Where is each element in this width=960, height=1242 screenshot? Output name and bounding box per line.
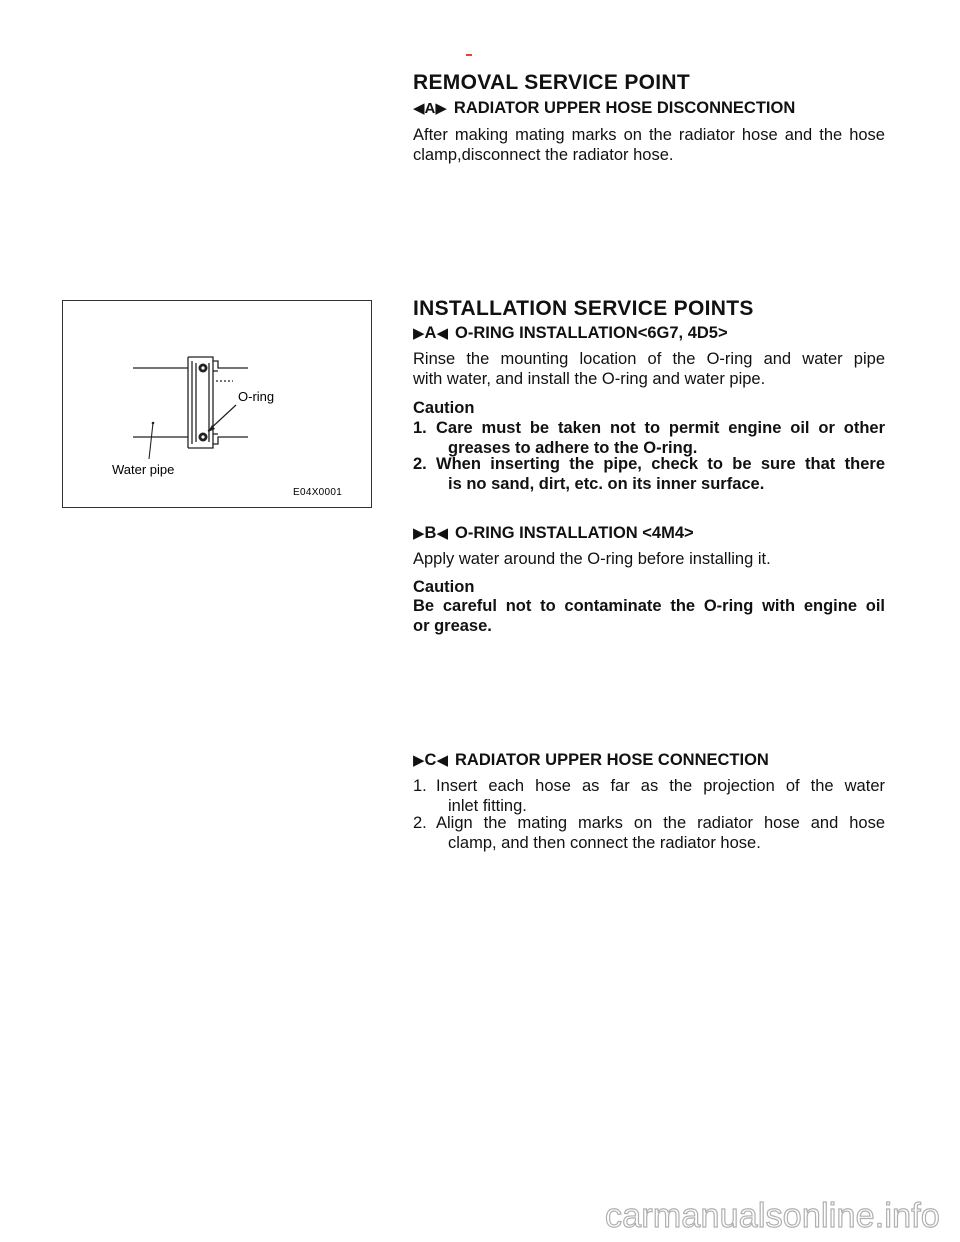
watermark: carmanualsonline.info	[0, 1196, 960, 1242]
item-line: Care must be taken not to permit engine …	[436, 419, 885, 437]
subheading-markers: ◀A▶	[413, 100, 447, 117]
marker-left-icon: ◀	[436, 325, 449, 342]
installation-b-subheading: ▶ B ◀ O-RING INSTALLATION <4M4>	[413, 524, 694, 543]
caution-item-2: 2. When inserting the pipe, check to be …	[413, 454, 885, 494]
item-line: When inserting the pipe, check to be sur…	[436, 455, 885, 473]
removal-text-line: After making mating marks on the radiato…	[413, 126, 885, 144]
marker-right-icon: ▶	[413, 525, 425, 542]
removal-paragraph: After making mating marks on the radiato…	[413, 125, 885, 165]
caution-label: Caution	[413, 578, 475, 596]
item-line: is no sand, dirt, etc. on its inner surf…	[448, 475, 765, 493]
header-mark	[466, 54, 472, 56]
item-line: Align the mating marks on the radiator h…	[436, 814, 885, 832]
paragraph-line: Rinse the mounting location of the O-rin…	[413, 350, 885, 368]
marker-left-icon: ◀	[436, 752, 449, 769]
step-item-2: 2. Align the mating marks on the radiato…	[413, 813, 885, 853]
installation-a-title: O-RING INSTALLATION<6G7, 4D5>	[455, 324, 728, 342]
oring-diagram: O-ring Water pipe E04X0001	[62, 300, 372, 508]
installation-section-title: INSTALLATION SERVICE POINTS	[413, 297, 754, 320]
paragraph-line: Apply water around the O-ring before ins…	[413, 550, 771, 568]
marker-left-icon: ◀	[436, 525, 449, 542]
item-line: clamp, and then connect the radiator hos…	[448, 834, 761, 852]
oring-seal-top	[198, 363, 208, 373]
installation-c-title: RADIATOR UPPER HOSE CONNECTION	[455, 751, 769, 769]
marker-letter: A	[424, 324, 437, 342]
installation-b-caution: Be careful not to contaminate the O-ring…	[413, 596, 885, 636]
removal-text-line: clamp,disconnect the radiator hose.	[413, 146, 674, 164]
installation-b-paragraph: Apply water around the O-ring before ins…	[413, 549, 885, 569]
marker-right-icon: ▶	[413, 752, 425, 769]
installation-a-paragraph: Rinse the mounting location of the O-rin…	[413, 349, 885, 389]
item-number: 1.	[413, 777, 427, 795]
removal-section-title: REMOVAL SERVICE POINT	[413, 71, 691, 94]
caution-label: Caution	[413, 399, 475, 417]
watermark-text: carmanualsonline.info	[604, 1196, 940, 1235]
caution-line: or grease.	[413, 617, 492, 635]
removal-subheading-title: RADIATOR UPPER HOSE DISCONNECTION	[453, 99, 796, 117]
oring-seal-bottom	[198, 432, 208, 442]
oring-leader-arrow	[208, 425, 215, 432]
item-number: 1.	[413, 419, 427, 437]
installation-a-subheading: ▶ A ◀ O-RING INSTALLATION<6G7, 4D5>	[413, 324, 728, 343]
installation-b-title: O-RING INSTALLATION <4M4>	[455, 524, 694, 542]
caution-line: Be careful not to contaminate the O-ring…	[413, 597, 885, 615]
water-pipe-leader-line	[148, 422, 154, 460]
water-pipe-label: Water pipe	[112, 462, 174, 477]
item-line: greases to adhere to the O-ring.	[448, 439, 698, 457]
item-line: inlet fitting.	[448, 797, 527, 815]
caution-item-1: 1. Care must be taken not to permit engi…	[413, 418, 885, 458]
item-line: Insert each hose as far as the projectio…	[436, 777, 885, 795]
oring-label: O-ring	[238, 389, 274, 404]
item-number: 2.	[413, 814, 427, 832]
figure-code: E04X0001	[293, 487, 342, 498]
marker-letter: C	[424, 751, 437, 769]
installation-c-subheading: ▶ C ◀ RADIATOR UPPER HOSE CONNECTION	[413, 751, 769, 770]
marker-right-icon: ▶	[413, 325, 425, 342]
oring-diagram-drawing: O-ring Water pipe E04X0001	[112, 356, 342, 498]
step-item-1: 1. Insert each hose as far as the projec…	[413, 776, 885, 816]
item-number: 2.	[413, 455, 427, 473]
removal-subheading: ◀A▶ RADIATOR UPPER HOSE DISCONNECTION	[413, 99, 795, 118]
paragraph-line: with water, and install the O-ring and w…	[413, 370, 766, 388]
marker-letter: B	[424, 524, 437, 542]
